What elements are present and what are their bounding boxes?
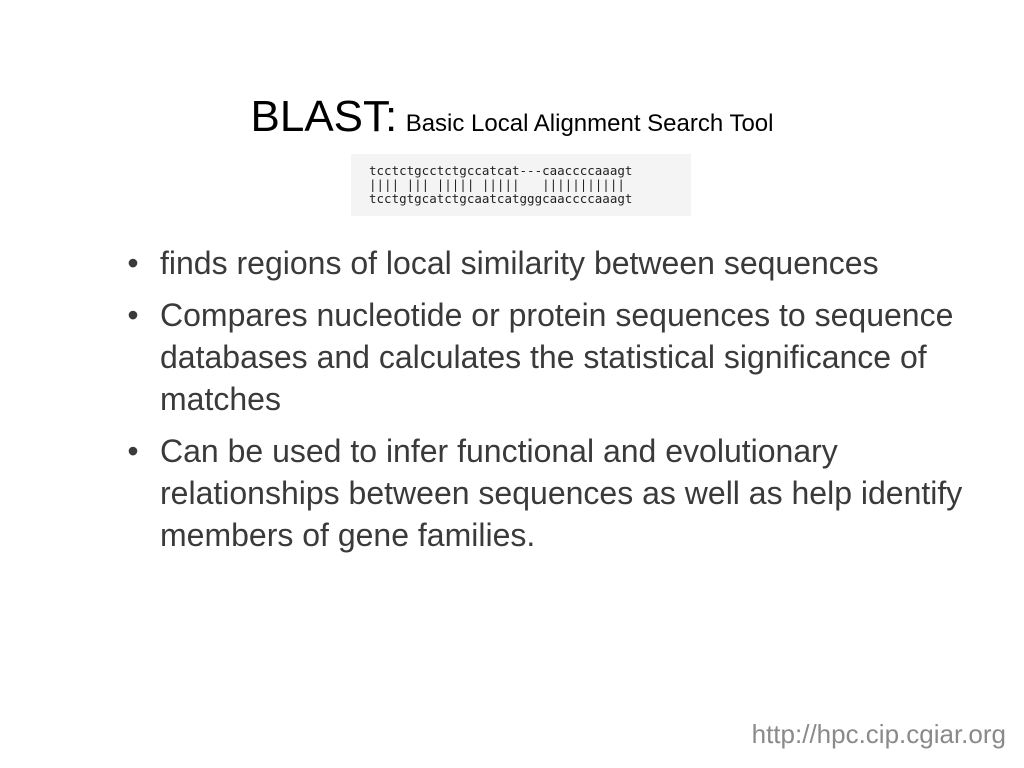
bullet-text: finds regions of local similarity betwee… xyxy=(160,245,879,281)
bullet-list: • finds regions of local similarity betw… xyxy=(118,242,998,566)
bullet-text: Can be used to infer functional and evol… xyxy=(160,433,963,553)
bullet-item: • Compares nucleotide or protein sequenc… xyxy=(118,294,998,420)
alignment-subject-line: tcctgtgcatctgcaatcatgggcaaccccaaagt xyxy=(369,191,633,206)
title-subtitle: Basic Local Alignment Search Tool xyxy=(405,110,774,137)
title-main: BLAST: xyxy=(250,92,398,141)
bullet-dot-icon: • xyxy=(127,245,139,281)
bullet-dot-icon: • xyxy=(127,297,139,333)
footer-url: http://hpc.cip.cgiar.org xyxy=(751,719,1006,749)
bullet-item: • Can be used to infer functional and ev… xyxy=(118,430,998,556)
alignment-match-line: |||| ||| ||||| ||||| ||||||||||| xyxy=(369,177,625,192)
sequence-alignment: tcctctgcctctgccatcat---caaccccaaagt ||||… xyxy=(351,154,691,216)
bullet-text: Compares nucleotide or protein sequences… xyxy=(160,297,954,417)
bullet-item: • finds regions of local similarity betw… xyxy=(118,242,998,284)
alignment-query-line: tcctctgcctctgccatcat---caaccccaaagt xyxy=(369,163,633,178)
bullet-dot-icon: • xyxy=(127,433,139,469)
slide-title: BLAST: Basic Local Alignment Search Tool xyxy=(0,92,1024,142)
